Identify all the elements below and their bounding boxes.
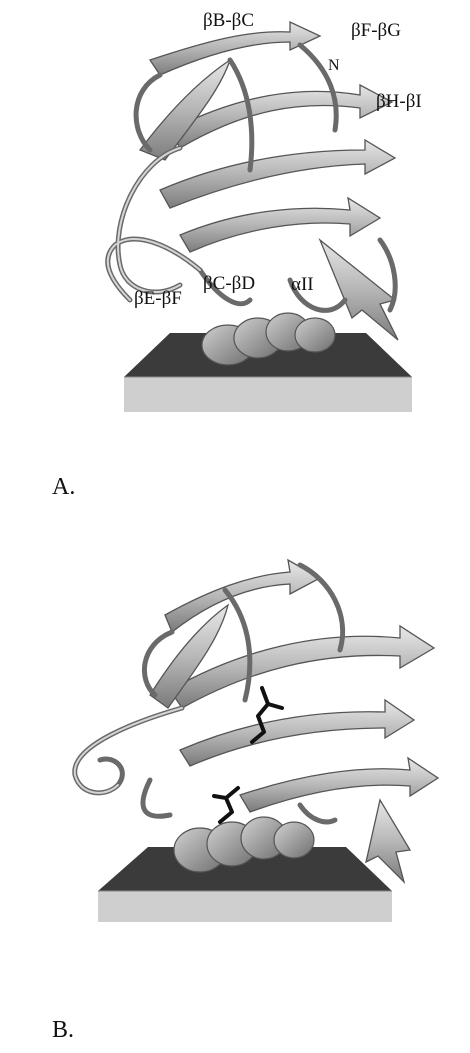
panel-a: βB-βC βF-βG N βH-βI βC-βD αII βE-βF A. bbox=[0, 0, 470, 520]
label-n-terminus: N bbox=[328, 58, 340, 74]
label-bh-bi-loop: βH-βI bbox=[376, 92, 422, 111]
label-be-bf-loop: βE-βF bbox=[134, 289, 182, 308]
label-bc-bd-loop: βC-βD bbox=[203, 274, 255, 293]
protein-ribbon-structure-b bbox=[0, 520, 470, 1053]
label-bf-bg-loop: βF-βG bbox=[351, 21, 401, 40]
protein-ribbon-structure-a bbox=[0, 0, 470, 520]
panel-letter-a: A. bbox=[52, 474, 75, 501]
label-alpha-ii-helix: αII bbox=[291, 275, 314, 294]
label-bb-bc-loop: βB-βC bbox=[203, 11, 254, 30]
panel-b: B. bbox=[0, 520, 470, 1053]
panel-letter-b: B. bbox=[52, 1017, 74, 1044]
